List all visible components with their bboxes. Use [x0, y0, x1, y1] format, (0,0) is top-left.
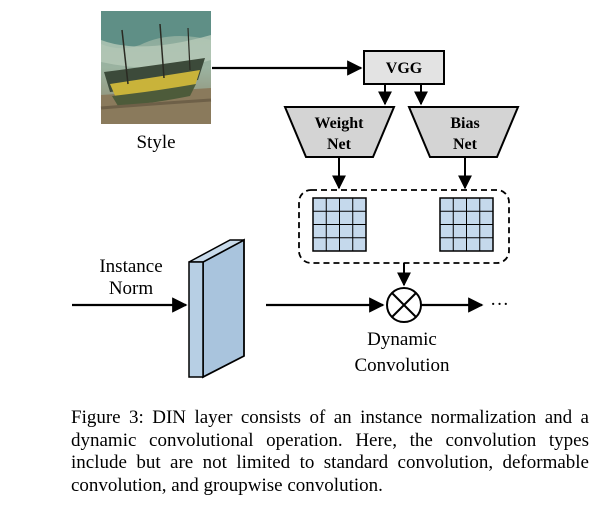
din-layer-diagram: Style VGG Weight Net Bias Net In [72, 11, 520, 379]
weight-net-block [283, 106, 396, 158]
bias-kernel-grid [439, 197, 494, 252]
vgg-box [363, 50, 445, 85]
weight-kernel-grid [312, 197, 367, 252]
instance-norm-label-line2: Norm [109, 278, 154, 299]
instance-norm-label-line1: Instance [99, 256, 162, 277]
bias-net-block [407, 106, 520, 158]
weight-net-label-line1: Weight [315, 115, 365, 132]
style-label: Style [136, 132, 175, 153]
style-image [100, 11, 212, 124]
vgg-label: VGG [386, 60, 423, 77]
weight-net-label-line2: Net [327, 136, 352, 153]
ellipsis-label: ··· [490, 294, 509, 315]
bias-net-label-line2: Net [453, 136, 478, 153]
dynamic-conv-label-line2: Convolution [354, 355, 450, 376]
bias-net-label-line1: Bias [450, 115, 479, 132]
circled-times-icon [386, 287, 422, 323]
figure-caption: Figure 3: DIN layer consists of an insta… [71, 407, 589, 496]
instance-norm-block [188, 238, 245, 379]
dynamic-conv-label-line1: Dynamic [367, 329, 437, 350]
